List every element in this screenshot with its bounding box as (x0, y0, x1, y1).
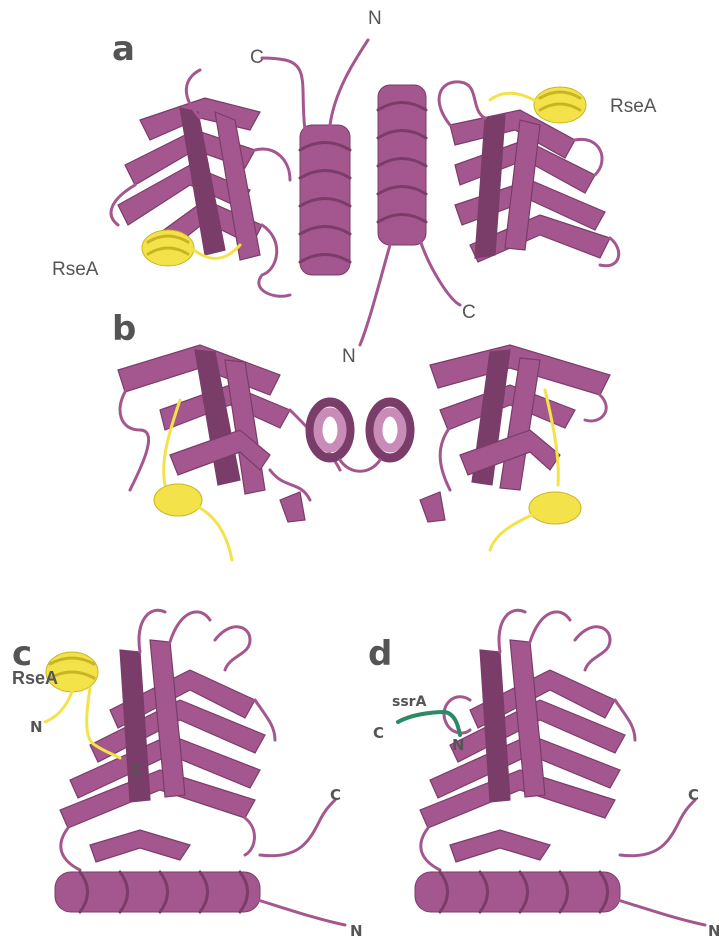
panel-a-rsea-left (142, 230, 240, 266)
beta-strand (450, 830, 550, 862)
rsea-tail (45, 692, 72, 722)
label-c-inner: C (132, 761, 143, 779)
panel-c-helix (55, 800, 345, 925)
c-terminus-tail (260, 800, 335, 856)
label-n-top: N (368, 8, 382, 29)
beta-strand (120, 650, 150, 802)
panel-d-letter: d (368, 634, 392, 674)
label-n: N (30, 718, 43, 736)
alpha-helix-end-on (378, 412, 402, 448)
panel-c: c RseA N (12, 610, 363, 940)
rsea-tail (200, 508, 232, 560)
rsea-helix (154, 484, 202, 516)
n-terminus-tail (360, 245, 390, 345)
panel-a-right-domain (439, 82, 619, 266)
label-n-bottom: N (342, 346, 356, 367)
alpha-helix (415, 872, 620, 912)
panel-c-domain (60, 610, 275, 870)
beta-strand (420, 492, 445, 522)
loop (255, 149, 290, 180)
alpha-helix (55, 872, 260, 912)
n-terminus-tail (258, 900, 345, 925)
rsea-tail (490, 515, 532, 550)
loop (170, 612, 210, 642)
c-terminus-tail (262, 58, 305, 130)
beta-strand (90, 830, 190, 862)
label-rsea-right: RseA (610, 96, 657, 117)
label-rsea-left: RseA (52, 259, 99, 280)
panel-a: a (52, 8, 657, 367)
panel-a-left-domain (111, 70, 290, 296)
beta-strand (280, 492, 305, 522)
loop (120, 392, 149, 490)
n-terminus-tail (330, 40, 368, 125)
ssra-peptide (398, 712, 460, 735)
label-ssra: ssrA (392, 694, 427, 710)
panel-a-letter: a (112, 29, 135, 69)
panel-d: d ssrA C N C N (368, 610, 719, 940)
loop (440, 430, 450, 490)
alpha-helix (378, 85, 426, 245)
rsea-tail (490, 93, 534, 100)
label-n-inner: N (452, 736, 465, 754)
panel-b-helix-pair (310, 402, 410, 471)
label-n-bottom: N (350, 922, 363, 940)
rsea-helix (529, 492, 581, 524)
label-c-bottom: C (462, 302, 476, 323)
beta-strand (440, 385, 575, 430)
loop (259, 225, 290, 296)
panel-a-right-helix (360, 85, 460, 345)
c-terminus-tail (620, 800, 695, 856)
label-c-right: C (330, 786, 341, 804)
loop (421, 828, 440, 870)
label-c-top: C (250, 47, 264, 68)
label-n-bottom: N (708, 922, 719, 940)
loop (530, 612, 570, 642)
loop (575, 627, 610, 670)
panel-b-right-domain (420, 345, 610, 522)
c-terminus-tail (420, 240, 460, 305)
panel-a-left-helix (262, 40, 368, 275)
loop (340, 460, 380, 471)
label-c-right: C (688, 786, 699, 804)
loop (245, 818, 254, 855)
alpha-helix-end-on (318, 412, 342, 448)
panel-b-letter: b (112, 309, 136, 349)
loop (215, 627, 250, 670)
loop (585, 395, 606, 421)
panel-b: b (112, 309, 610, 560)
loop (61, 828, 80, 870)
n-terminus-tail (618, 900, 705, 925)
label-rsea: RseA (12, 668, 58, 688)
label-c-left: C (373, 724, 384, 742)
panel-d-helix (415, 800, 705, 925)
beta-strand (480, 650, 510, 802)
